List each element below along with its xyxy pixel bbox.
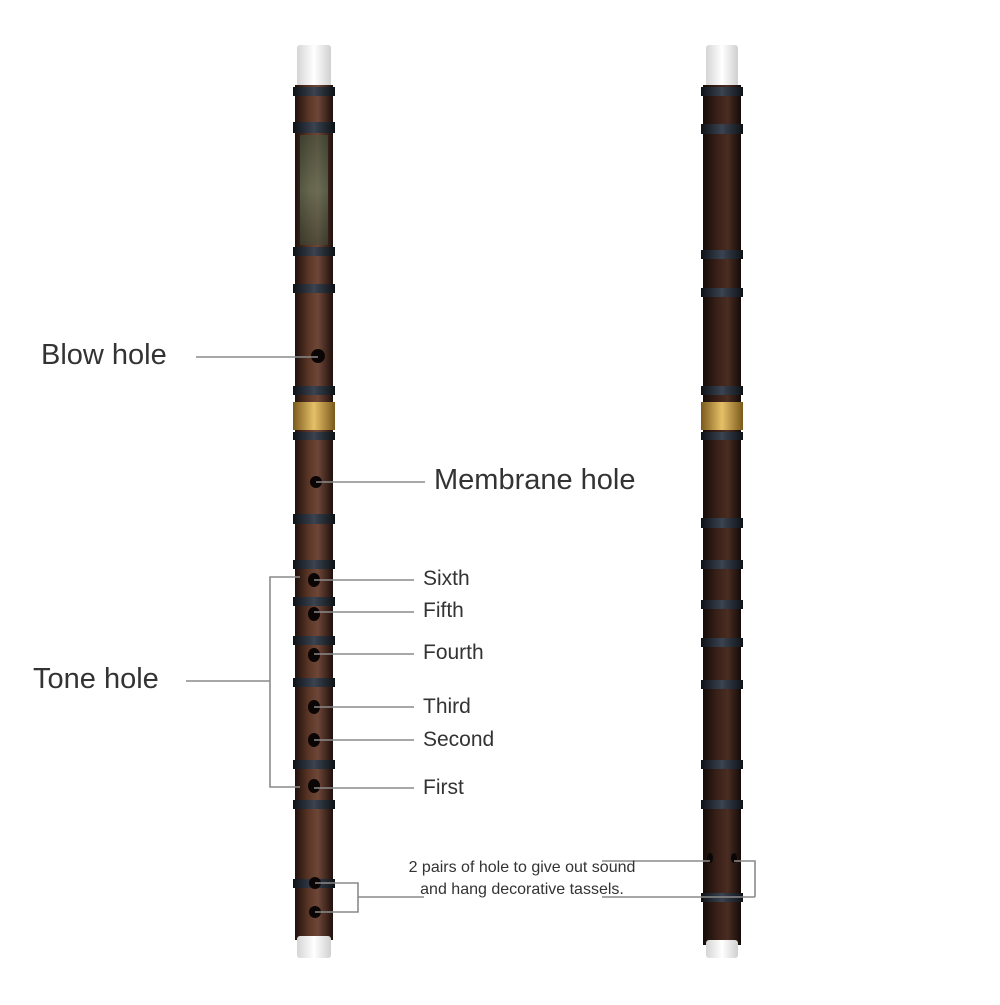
node-band xyxy=(701,288,743,297)
tone-hole-bracket xyxy=(269,576,300,788)
leader-lines xyxy=(186,356,756,913)
left-end-cap-top xyxy=(297,45,331,87)
left-brass-ring xyxy=(293,402,335,430)
blow-hole-label: Blow hole xyxy=(41,339,167,371)
tone-hole-fourth-marker xyxy=(308,648,320,662)
blow-hole-marker xyxy=(311,349,325,363)
node-band xyxy=(701,600,743,609)
right-flute-body xyxy=(703,85,741,945)
node-band xyxy=(701,680,743,689)
node-band xyxy=(701,518,743,528)
node-band xyxy=(293,122,335,133)
right-end-cap-top xyxy=(706,45,738,87)
tone-hole-label: Tone hole xyxy=(33,663,159,695)
node-band xyxy=(701,432,743,440)
left-decorative-inlay xyxy=(300,135,328,245)
node-band xyxy=(293,87,335,96)
node-band xyxy=(701,760,743,769)
tone-hole-first-marker xyxy=(308,779,320,793)
node-band xyxy=(293,678,335,687)
tone-hole-fifth-marker xyxy=(308,607,320,621)
node-band xyxy=(293,597,335,606)
fourth-label: Fourth xyxy=(423,641,484,664)
node-band xyxy=(293,514,335,524)
node-band xyxy=(293,386,335,395)
node-band xyxy=(293,636,335,645)
node-band xyxy=(701,560,743,569)
fifth-label: Fifth xyxy=(423,599,464,622)
third-label: Third xyxy=(423,695,471,718)
node-band xyxy=(293,284,335,293)
node-band xyxy=(701,386,743,395)
node-band xyxy=(701,638,743,647)
right-flute xyxy=(701,45,743,958)
node-band xyxy=(701,124,743,134)
sixth-label: Sixth xyxy=(423,567,470,590)
node-band xyxy=(293,432,335,440)
first-label: First xyxy=(423,776,464,799)
node-band xyxy=(293,247,335,256)
left-flute xyxy=(293,45,335,958)
membrane-hole-label: Membrane hole xyxy=(434,464,636,496)
right-brass-ring xyxy=(701,402,743,430)
node-band xyxy=(701,87,743,96)
tassel-note-label: 2 pairs of hole to give out sound and ha… xyxy=(408,859,636,898)
left-node-bands xyxy=(293,87,335,888)
node-band xyxy=(293,800,335,809)
right-tassel-bracket xyxy=(734,860,756,897)
left-end-cap-bottom xyxy=(297,936,331,958)
node-band xyxy=(701,800,743,809)
right-end-cap-bottom xyxy=(706,940,738,958)
second-label: Second xyxy=(423,728,495,751)
node-band xyxy=(293,560,335,569)
node-band xyxy=(701,250,743,259)
node-band xyxy=(293,760,335,769)
